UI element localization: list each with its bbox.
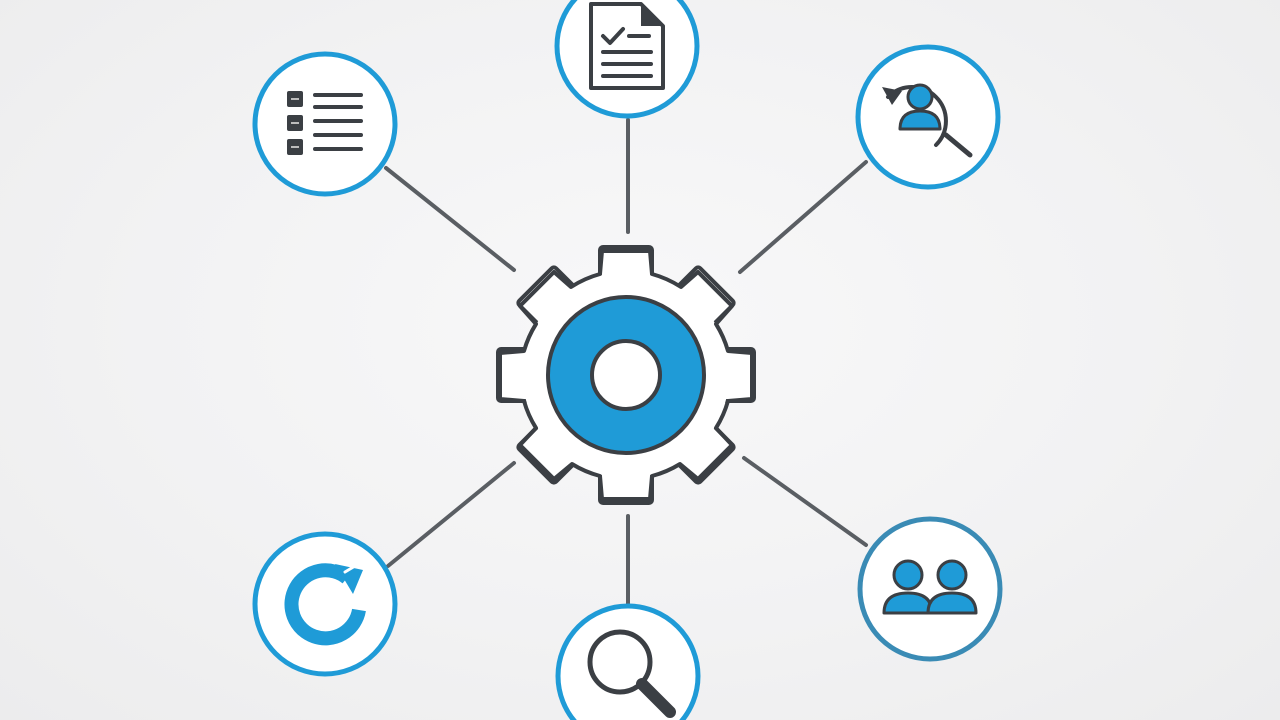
hub-gear-outline (498, 249, 754, 501)
document-checklist-icon (589, 2, 665, 90)
connector-top-right (738, 160, 868, 274)
user-search-history-icon (882, 83, 973, 158)
refresh-icon (284, 563, 366, 646)
node-bottom-right[interactable] (857, 516, 1003, 662)
node-top-left[interactable] (252, 51, 398, 197)
magnifying-glass-icon (587, 629, 676, 718)
checklist-icon (287, 91, 363, 155)
connector-bottom-right (742, 456, 868, 547)
connector-lines (384, 118, 868, 608)
user-group-icon (882, 559, 978, 615)
gear-icon (496, 245, 756, 505)
hub-gear (496, 245, 756, 505)
connector-top-left (384, 166, 516, 272)
node-top[interactable] (554, 0, 700, 119)
node-bottom[interactable] (555, 603, 701, 720)
node-top-right[interactable] (855, 44, 1001, 190)
node-bottom-left[interactable] (252, 531, 398, 677)
connector-bottom-left (386, 461, 516, 568)
